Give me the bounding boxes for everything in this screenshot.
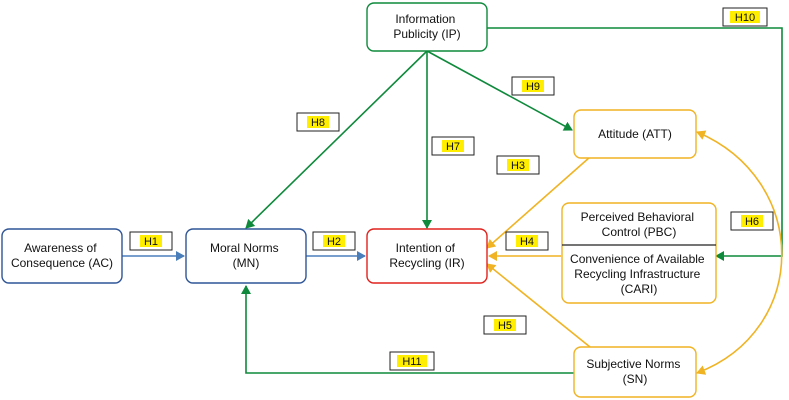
node-pbc-cari: Perceived Behavioral Control (PBC) Conve… bbox=[561, 202, 717, 304]
edge-h3-att-ir bbox=[486, 156, 591, 249]
edge-h8-ip-mn bbox=[245, 50, 428, 229]
node-label-line: Control (PBC) bbox=[602, 225, 677, 239]
hypothesis-label-h4: H4 bbox=[505, 231, 549, 251]
svg-text:Intention of Recycling (: Intention of Recycling (IR) bbox=[389, 241, 464, 270]
hypothesis-label-h6: H6 bbox=[730, 211, 774, 231]
hypothesis-text: H6 bbox=[745, 216, 759, 228]
hypothesis-text: H8 bbox=[311, 117, 325, 129]
node-moral-norms: Moral Norms (MN) bbox=[185, 228, 307, 284]
svg-text:Convenience of Available: Convenience of Available Recycling Infra… bbox=[570, 252, 708, 296]
hypothesis-text: H2 bbox=[327, 236, 341, 248]
edge-h6-att-sn bbox=[696, 130, 783, 375]
hypothesis-label-h5: H5 bbox=[483, 315, 527, 335]
hypothesis-label-h7: H7 bbox=[431, 136, 475, 156]
hypothesis-label-h9: H9 bbox=[511, 76, 555, 96]
svg-text:Moral Norms (MN): Moral Norms (MN) bbox=[210, 241, 282, 270]
hypothesis-label-h2: H2 bbox=[312, 231, 356, 251]
hypothesis-text: H3 bbox=[511, 160, 525, 172]
hypothesis-text: H1 bbox=[144, 236, 158, 248]
node-label-line: Recycling Infrastructure bbox=[574, 267, 700, 281]
node-information-publicity: Information Publicity (IP) bbox=[366, 2, 488, 52]
node-label-line: Convenience of Available bbox=[570, 252, 705, 266]
node-label-line: Information bbox=[395, 12, 455, 26]
hypothesis-text: H10 bbox=[735, 12, 755, 24]
node-label-line: Consequence (AC) bbox=[11, 256, 113, 270]
hypothesis-text: H5 bbox=[498, 320, 512, 332]
edge-h10-ip-cari bbox=[487, 27, 783, 261]
svg-text:Perceived Behavioral Con: Perceived Behavioral Control (PBC) bbox=[581, 210, 698, 239]
node-label-line: Publicity (IP) bbox=[393, 27, 460, 41]
node-label-line: Recycling (IR) bbox=[389, 256, 464, 270]
edge-h9-ip-att bbox=[426, 50, 573, 131]
node-label-line: (MN) bbox=[233, 256, 260, 270]
node-label-line: (CARI) bbox=[621, 282, 658, 296]
svg-text:Information Publicity (I: Information Publicity (IP) bbox=[393, 12, 460, 41]
node-label-line: Moral Norms bbox=[210, 241, 279, 255]
edges bbox=[122, 27, 783, 375]
hypothesis-text: H9 bbox=[526, 81, 540, 93]
svg-text:Attitude (ATT): Attitude (ATT) bbox=[598, 127, 672, 141]
node-label-line: Subjective Norms bbox=[586, 357, 680, 371]
hypothesis-label-h1: H1 bbox=[129, 231, 173, 251]
node-label-line: Attitude (ATT) bbox=[598, 127, 672, 141]
edge-h5-sn-ir bbox=[486, 263, 591, 348]
node-attitude: Attitude (ATT) bbox=[573, 109, 697, 159]
node-label-line: Perceived Behavioral bbox=[581, 210, 694, 224]
node-label-line: Intention of bbox=[396, 241, 456, 255]
node-subjective-norms: Subjective Norms (SN) bbox=[573, 346, 697, 398]
hypothesis-label-h10: H10 bbox=[722, 7, 768, 27]
hypothesis-label-h11: H11 bbox=[389, 351, 435, 371]
edge-h11-sn-mn bbox=[241, 285, 574, 374]
svg-text:Subjective Norms (SN): Subjective Norms (SN) bbox=[586, 357, 683, 386]
hypothesis-label-h8: H8 bbox=[296, 112, 340, 132]
node-intention-of-recycling: Intention of Recycling (IR) bbox=[366, 228, 488, 284]
node-label-line: (SN) bbox=[623, 372, 648, 386]
hypothesis-text: H4 bbox=[520, 236, 534, 248]
node-label-line: Awareness of bbox=[24, 241, 97, 255]
svg-text:Awareness of Consequence: Awareness of Consequence (AC) bbox=[11, 241, 113, 270]
node-awareness-of-consequence: Awareness of Consequence (AC) bbox=[1, 228, 123, 284]
hypothesis-label-h3: H3 bbox=[496, 155, 540, 175]
hypothesis-text: H11 bbox=[402, 356, 421, 368]
hypothesis-text: H7 bbox=[446, 141, 460, 153]
